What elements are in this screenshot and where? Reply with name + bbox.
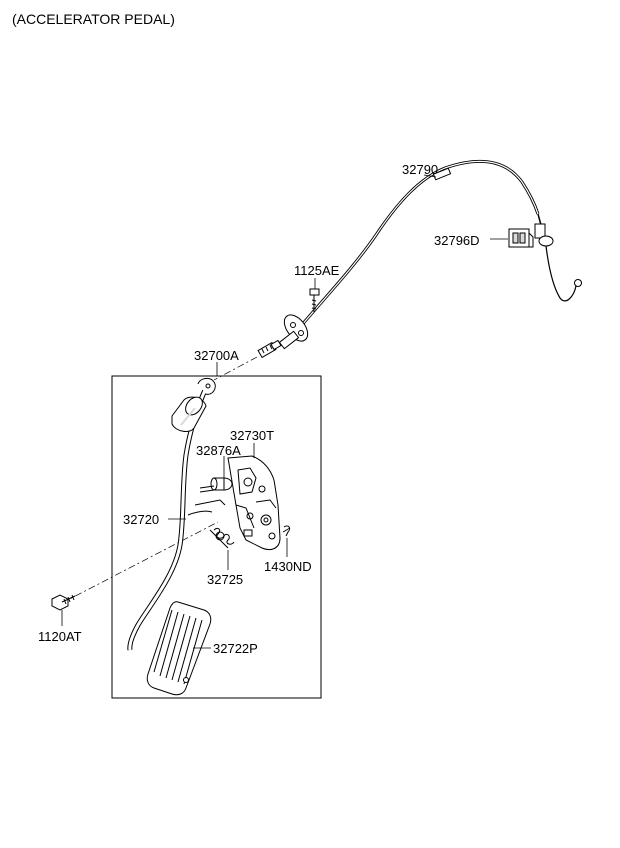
assembly-lines bbox=[61, 356, 258, 604]
clip-1430ND bbox=[282, 525, 291, 537]
bolt-1125AE bbox=[309, 288, 320, 312]
pedal-arm-bushing bbox=[171, 396, 207, 432]
callout-32700A: 32700A bbox=[194, 348, 239, 363]
pedal-arm bbox=[127, 386, 226, 651]
cable-clip bbox=[508, 228, 534, 248]
leader-lines bbox=[61, 174, 508, 649]
callout-32720: 32720 bbox=[123, 512, 159, 527]
assembly-frame bbox=[111, 375, 322, 699]
callout-32796D: 32796D bbox=[434, 233, 480, 248]
bolt-1120AT bbox=[51, 594, 76, 611]
return-spring bbox=[209, 527, 235, 549]
stopper-32876A bbox=[199, 477, 233, 493]
pedal-bracket bbox=[227, 455, 281, 551]
cable-end-grommet bbox=[257, 339, 282, 359]
callout-32876A: 32876A bbox=[196, 443, 241, 458]
callout-1125AE: 1125AE bbox=[294, 263, 340, 278]
cable-bracket bbox=[278, 314, 309, 350]
callout-32722P: 32722P bbox=[213, 641, 258, 656]
callout-32790: 32790 bbox=[402, 162, 438, 177]
callout-32730T: 32730T bbox=[230, 428, 274, 443]
callout-32725: 32725 bbox=[207, 572, 243, 587]
pedal-arm-hook bbox=[197, 377, 216, 395]
callout-1120AT: 1120AT bbox=[38, 629, 82, 644]
callout-1430ND: 1430ND bbox=[264, 559, 312, 574]
pedal-pad bbox=[146, 601, 212, 696]
throttle-cable bbox=[294, 159, 582, 333]
diagram-title: (ACCELERATOR PEDAL) bbox=[12, 11, 175, 27]
